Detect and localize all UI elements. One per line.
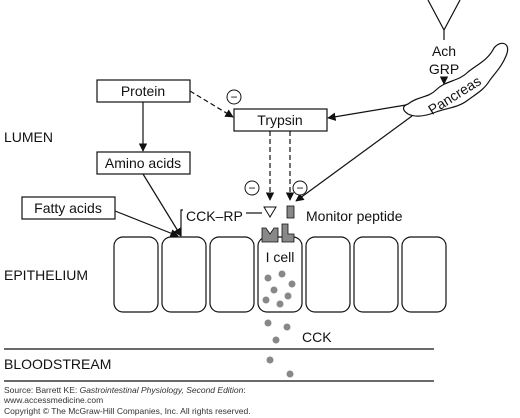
pancreas-shape [402,42,509,117]
epithelial-cell [353,236,399,313]
cck-granule [288,280,296,288]
inhibition-symbol-cck-rp [244,180,260,196]
source-url: www.accessmedicine.com [3,395,103,405]
region-bloodstream-label: BLOODSTREAM [4,356,111,372]
cck-granule [266,356,274,364]
fatty-acids-label: Fatty acids [34,200,102,216]
region-epithelium-label: EPITHELIUM [4,267,88,283]
inhibition-sign-label: − [248,181,255,195]
fatty-acids-box [21,196,116,220]
amino-acids-label: Amino acids [105,155,181,171]
cck-granule [278,270,286,278]
monitor-peptide-molecule [286,205,295,219]
cck-granule [272,336,280,344]
i-cell-label: I cell [266,249,295,265]
grp-label: GRP [429,61,459,77]
ach-label: Ach [432,43,456,59]
source-title: Gastrointestinal Physiology, Second Edit… [80,385,244,395]
epithelial-cell [305,236,351,313]
protein-label: Protein [121,83,165,99]
source-suffix: : [243,385,245,395]
inhibition-sign-label: − [230,90,237,104]
pancreas-to-monitor-peptide-arrow [295,115,413,202]
nerve-terminal [427,0,461,40]
monitor-peptide-receptor [281,223,295,243]
cck-rp-bracket [180,209,183,236]
amino-acids-to-epithelium-arrow [142,173,182,237]
cck-granule [276,300,284,308]
fatty-acids-to-epithelium-arrow [114,210,179,238]
cck-rp-molecule [263,206,277,218]
cck-granule [262,296,270,304]
cck-granule [284,292,292,300]
cck-granule [286,370,294,378]
trypsin-label: Trypsin [257,112,302,128]
cck-granule [264,319,272,327]
cck-granule [283,323,291,331]
trypsin-box [233,108,328,132]
epithelial-cell [209,236,255,313]
inhibition-sign-label: − [296,181,303,195]
epithelial-cell [161,236,207,313]
copyright-line: Copyright © The McGraw-Hill Companies, I… [4,406,251,416]
cck-rp-receptor [261,227,279,243]
cck-label: CCK [302,329,332,345]
cck-granule [270,286,278,294]
cck-granule [264,274,272,282]
monitor-peptide-label: Monitor peptide [306,208,403,224]
source-line: Source: Barrett KE: Gastrointestinal Phy… [4,385,246,395]
source-prefix: Source: Barrett KE: [4,385,80,395]
epithelial-cell [401,236,447,313]
region-lumen-label: LUMEN [4,129,53,145]
epithelial-cell [113,236,159,313]
cck-rp-label: CCK–RP [186,208,243,224]
inhibition-symbol-protein-trypsin [226,89,242,105]
inhibition-symbol-monitor-peptide [292,180,308,196]
pancreas-to-trypsin-arrow [327,104,407,121]
protein-to-trypsin-arrow [189,90,234,118]
